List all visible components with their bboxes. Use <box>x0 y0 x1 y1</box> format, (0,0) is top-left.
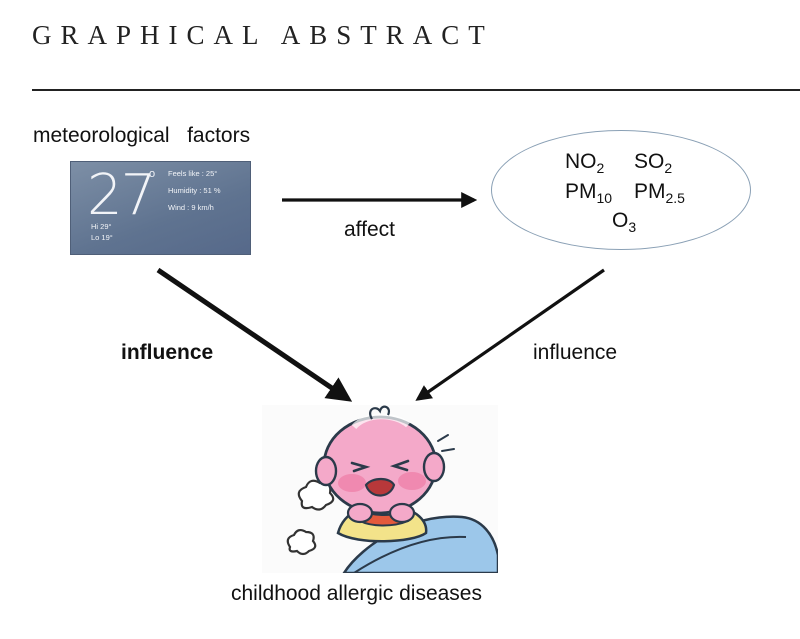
weather-lo: Lo 19° <box>91 233 113 242</box>
influence-left-arrow <box>156 267 353 402</box>
influence-right-label: influence <box>533 341 618 364</box>
pollutant-pm25: PM2.5 <box>634 180 685 206</box>
sick-baby-illustration <box>262 405 498 573</box>
pollutant-no2: NO2 <box>565 150 605 176</box>
pollutant-so2: SO2 <box>634 150 673 176</box>
weather-humidity: Humidity : 51 % <box>168 186 221 195</box>
weather-wind: Wind : 9 km/h <box>168 203 214 212</box>
weather-widget: 27 o Feels like : 25° Humidity : 51 % Wi… <box>70 161 251 255</box>
weather-feels-like: Feels like : 25° <box>168 169 218 178</box>
header-divider <box>32 89 800 91</box>
pollutant-pm10: PM10 <box>565 180 613 206</box>
cough-puff-icon <box>286 479 335 556</box>
header-title: GRAPHICAL ABSTRACT <box>32 20 494 50</box>
pollutant-o3: O3 <box>612 209 637 235</box>
affect-label: affect <box>344 218 395 241</box>
weather-temperature: 27 <box>87 163 156 228</box>
pollutants-ellipse <box>491 130 751 250</box>
weather-hi: Hi 29° <box>91 222 112 231</box>
meteorological-factors-label: meteorological factors <box>33 124 251 147</box>
weather-degree-symbol: o <box>149 168 156 180</box>
influence-right-arrow <box>415 268 605 401</box>
influence-left-label: influence <box>121 341 214 364</box>
childhood-allergic-diseases-label: childhood allergic diseases <box>231 582 482 605</box>
